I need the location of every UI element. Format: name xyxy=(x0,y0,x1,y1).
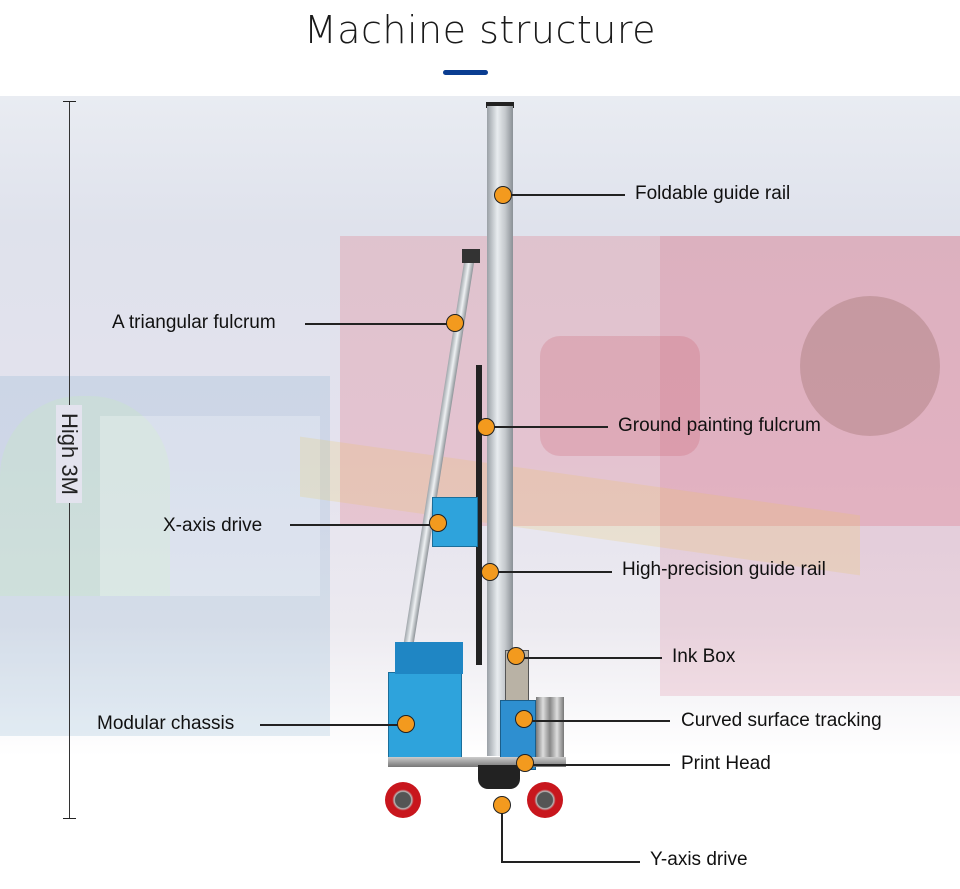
label-triangular-fulcrum: A triangular fulcrum xyxy=(112,312,276,333)
label-high-precision-guide-rail: High-precision guide rail xyxy=(622,559,826,580)
callout-line xyxy=(486,426,608,428)
callout-line xyxy=(503,194,625,196)
wheel-right xyxy=(527,782,563,818)
chassis-top xyxy=(395,642,463,674)
callout-line xyxy=(490,571,612,573)
y-drive-mount xyxy=(478,765,520,789)
wheel-left xyxy=(385,782,421,818)
base-frame xyxy=(388,757,566,767)
label-foldable-guide-rail: Foldable guide rail xyxy=(635,183,791,204)
callout-line xyxy=(501,861,640,863)
callout-line xyxy=(501,805,503,862)
callout-dot-triangular-fulcrum xyxy=(446,314,464,332)
callout-dot-high-precision-guide-rail xyxy=(481,563,499,581)
chassis-box xyxy=(388,672,462,760)
height-tick-bottom xyxy=(63,818,76,819)
label-print-head: Print Head xyxy=(681,753,771,774)
callout-line xyxy=(305,323,455,325)
label-x-axis-drive: X-axis drive xyxy=(163,515,263,536)
callout-dot-curved-surface-tracking xyxy=(515,710,533,728)
height-tick-top xyxy=(63,101,76,102)
mural-background xyxy=(0,96,960,756)
fulcrum-bracket xyxy=(462,249,480,263)
cable-rail xyxy=(476,365,482,665)
guide-rail-top-cap xyxy=(486,102,514,108)
callout-dot-ground-painting-fulcrum xyxy=(477,418,495,436)
callout-dot-y-axis-drive xyxy=(493,796,511,814)
callout-dot-modular-chassis xyxy=(397,715,415,733)
label-modular-chassis: Modular chassis xyxy=(97,713,235,734)
label-y-axis-drive: Y-axis drive xyxy=(650,849,748,870)
callout-line xyxy=(290,524,438,526)
track-rail xyxy=(536,697,564,765)
height-label: High 3M xyxy=(56,405,82,503)
callout-dot-x-axis-drive xyxy=(429,514,447,532)
callout-dot-print-head xyxy=(516,754,534,772)
label-ground-painting-fulcrum: Ground painting fulcrum xyxy=(618,415,821,436)
label-curved-surface-tracking: Curved surface tracking xyxy=(681,710,882,731)
page-title: Machine structure xyxy=(303,8,657,52)
callout-dot-foldable-guide-rail xyxy=(494,186,512,204)
callout-dot-ink-box xyxy=(507,647,525,665)
label-ink-box: Ink Box xyxy=(672,646,736,667)
callout-line xyxy=(524,720,670,722)
callout-line xyxy=(260,724,406,726)
callout-line xyxy=(525,764,670,766)
callout-line xyxy=(516,657,662,659)
title-underline xyxy=(443,70,488,75)
